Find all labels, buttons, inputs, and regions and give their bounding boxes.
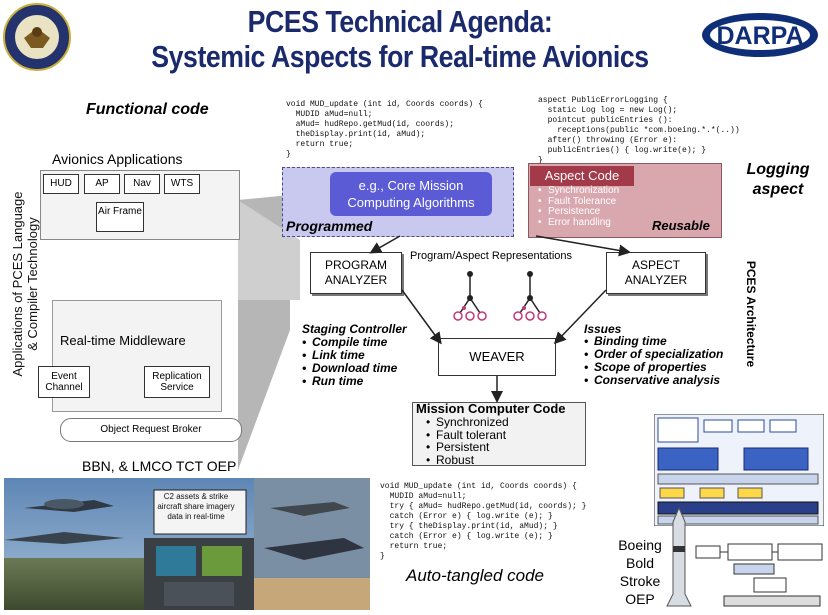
- event-channel-label: Event Channel: [45, 371, 83, 393]
- staging-items-list: Compile time Link time Download time Run…: [302, 336, 397, 389]
- mission-item: Fault tolerant: [426, 428, 509, 442]
- bbn-label: BBN, & LMCO TCT OEP: [82, 458, 237, 474]
- svg-text:DARPA: DARPA: [716, 22, 803, 50]
- air-frame-label: Air Frame: [98, 206, 142, 217]
- core-mission-box: e.g., Core Mission Computing Algorithms: [330, 172, 492, 216]
- programmed-label: Programmed: [286, 218, 373, 234]
- app-hud-label: HUD: [50, 178, 72, 189]
- mission-item: Robust: [426, 453, 509, 467]
- boeing-oep-label: Boeing Bold Stroke OEP: [600, 536, 680, 608]
- representations-label: Program/Aspect Representations: [410, 250, 573, 262]
- staging-item: Compile time: [302, 336, 397, 350]
- aspect-item: Error handling: [538, 217, 619, 229]
- aspect-item: Fault Tolerance: [538, 196, 619, 208]
- issues-list: Binding time Order of specialization Sco…: [584, 335, 723, 388]
- missile-image: [664, 506, 694, 610]
- app-wts[interactable]: WTS: [164, 174, 200, 194]
- air-frame-box[interactable]: Air Frame: [96, 202, 144, 232]
- app-nav[interactable]: Nav: [124, 174, 160, 194]
- staging-item: Run time: [302, 375, 397, 389]
- dod-seal: [2, 2, 72, 72]
- staging-item: Download time: [302, 362, 397, 376]
- darpa-logo: DARPA: [700, 10, 820, 60]
- oep-photo-collage: [4, 478, 370, 610]
- page-title-line1: PCES Technical Agenda:: [247, 4, 553, 39]
- app-wts-label: WTS: [170, 178, 194, 189]
- mission-code-title: Mission Computer Code: [416, 401, 566, 416]
- program-analyzer-box[interactable]: PROGRAM ANALYZER: [310, 252, 402, 294]
- realtime-middleware-label: Real-time Middleware: [60, 333, 186, 348]
- functional-code-snippet: void MUD_update (int id, Coords coords) …: [286, 100, 483, 159]
- issues-title: Issues: [584, 322, 622, 336]
- mission-items-list: Synchronized Fault tolerant Persistent R…: [426, 416, 509, 466]
- aspect-code-title: Aspect Code: [544, 168, 620, 183]
- mission-item: Synchronized: [426, 416, 509, 429]
- boeing-line1: Boeing: [618, 537, 662, 553]
- aspect-code-snippet: aspect PublicErrorLogging { static Log l…: [538, 96, 740, 165]
- aspect-analyzer-label: ASPECT ANALYZER: [624, 258, 688, 287]
- replication-service-box[interactable]: Replication Service: [144, 366, 210, 398]
- app-ap-label: AP: [95, 178, 109, 189]
- app-nav-label: Nav: [133, 178, 151, 189]
- representation-trees: [453, 271, 547, 321]
- issues-item: Order of specialization: [584, 348, 723, 362]
- aspect-code-title-box: Aspect Code: [530, 166, 634, 186]
- issues-item: Binding time: [584, 335, 723, 349]
- boeing-architecture-thumbnail: [653, 413, 825, 527]
- issues-item: Scope of properties: [584, 361, 723, 375]
- page-title-line2: Systemic Aspects for Real-time Avionics: [151, 39, 649, 74]
- issues-item: Conservative analysis: [584, 374, 723, 388]
- orb-label: Object Request Broker: [100, 424, 202, 435]
- logging-aspect-label: Logging aspect: [738, 160, 818, 200]
- boeing-line4: OEP: [625, 591, 655, 607]
- boeing-line3: Stroke: [619, 573, 661, 589]
- reusable-label: Reusable: [652, 218, 710, 233]
- program-analyzer-label: PROGRAM ANALYZER: [324, 258, 388, 287]
- staging-item: Link time: [302, 349, 397, 363]
- weaver-box[interactable]: WEAVER: [438, 338, 556, 376]
- logging-aspect-line1: Logging: [746, 161, 810, 178]
- mission-item: Persistent: [426, 441, 509, 454]
- aspect-items-list: Synchronization Fault Tolerance Persiste…: [538, 185, 619, 229]
- board-diagram: [694, 540, 824, 610]
- core-mission-label: e.g., Core Mission Computing Algorithms: [347, 178, 475, 210]
- functional-code-label: Functional code: [86, 101, 209, 118]
- aspect-item: Synchronization: [538, 185, 619, 197]
- orb-box[interactable]: Object Request Broker: [60, 418, 242, 442]
- c2-caption: C2 assets & strike aircraft share imager…: [157, 492, 235, 521]
- replication-service-label: Replication Service: [152, 371, 202, 393]
- app-hud[interactable]: HUD: [43, 174, 79, 194]
- event-channel-box[interactable]: Event Channel: [38, 366, 90, 398]
- staging-controller-title: Staging Controller: [302, 322, 407, 336]
- avionics-applications-label: Avionics Applications: [52, 151, 183, 167]
- aspect-item: Persistence: [538, 206, 619, 218]
- logging-aspect-line2: aspect: [752, 181, 804, 198]
- tangled-code-snippet: void MUD_update (int id, Coords coords) …: [380, 482, 587, 561]
- boeing-line2: Bold: [625, 555, 655, 571]
- weaver-label: WEAVER: [469, 349, 525, 364]
- auto-tangled-label: Auto-tangled code: [406, 566, 544, 585]
- aspect-analyzer-box[interactable]: ASPECT ANALYZER: [606, 252, 706, 294]
- app-ap[interactable]: AP: [84, 174, 120, 194]
